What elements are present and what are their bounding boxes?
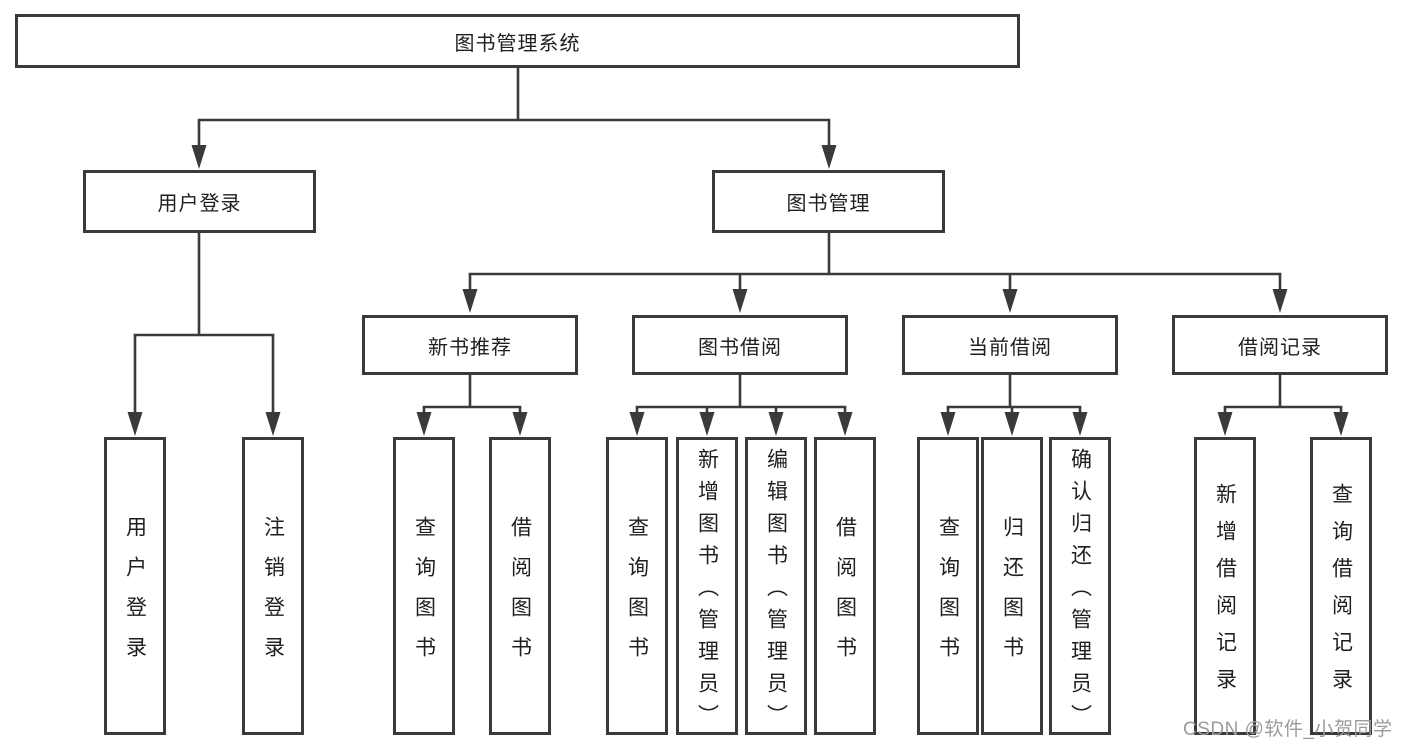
node-label: 新增借阅记录	[1213, 483, 1237, 705]
leaf-query-books-current: 查询图书	[917, 437, 979, 735]
node-label: 编辑图书（管理员）	[764, 447, 788, 736]
node-label: 借阅图书	[833, 515, 857, 676]
node-borrow-records: 借阅记录	[1172, 315, 1388, 375]
node-label: 图书借阅	[698, 336, 782, 359]
node-label: 查询借阅记录	[1329, 483, 1353, 705]
node-label: 借阅图书	[508, 515, 532, 676]
node-label: 查询图书	[412, 515, 436, 676]
node-label: 借阅记录	[1238, 336, 1322, 359]
leaf-query-books-recommend: 查询图书	[393, 437, 455, 735]
leaf-user-login: 用户登录	[104, 437, 166, 735]
leaf-edit-books-admin: 编辑图书（管理员）	[745, 437, 807, 736]
node-new-book-recommend: 新书推荐	[362, 315, 578, 375]
leaf-query-borrow-record: 查询借阅记录	[1310, 437, 1372, 735]
root-node-library-management-system: 图书管理系统	[15, 14, 1020, 68]
node-user-login: 用户登录	[83, 170, 316, 233]
leaf-query-books-borrow: 查询图书	[606, 437, 668, 735]
node-current-borrow: 当前借阅	[902, 315, 1118, 375]
node-label: 查询图书	[625, 515, 649, 676]
node-label: 图书管理系统	[454, 32, 581, 55]
node-label: 注销登录	[261, 515, 285, 676]
node-label: 确认归还（管理员）	[1068, 447, 1092, 736]
node-book-management: 图书管理	[712, 170, 945, 233]
node-label: 归还图书	[1000, 515, 1024, 676]
leaf-add-books-admin: 新增图书（管理员）	[676, 437, 738, 736]
leaf-borrow-books-recommend: 借阅图书	[489, 437, 551, 735]
leaf-return-books: 归还图书	[981, 437, 1043, 735]
node-label: 新增图书（管理员）	[695, 447, 719, 736]
node-label: 新书推荐	[428, 336, 512, 359]
csdn-watermark: CSDN @软件_小贺同学	[1183, 719, 1393, 740]
node-label: 用户登录	[157, 193, 242, 215]
leaf-add-borrow-record: 新增借阅记录	[1194, 437, 1256, 735]
node-label: 图书管理	[786, 193, 871, 215]
node-label: 用户登录	[123, 515, 147, 676]
node-label: 当前借阅	[968, 336, 1052, 359]
node-book-borrow: 图书借阅	[632, 315, 848, 375]
leaf-logout-login: 注销登录	[242, 437, 304, 735]
node-label: 查询图书	[936, 515, 960, 676]
leaf-confirm-return-admin: 确认归还（管理员）	[1049, 437, 1111, 736]
leaf-borrow-books: 借阅图书	[814, 437, 876, 735]
